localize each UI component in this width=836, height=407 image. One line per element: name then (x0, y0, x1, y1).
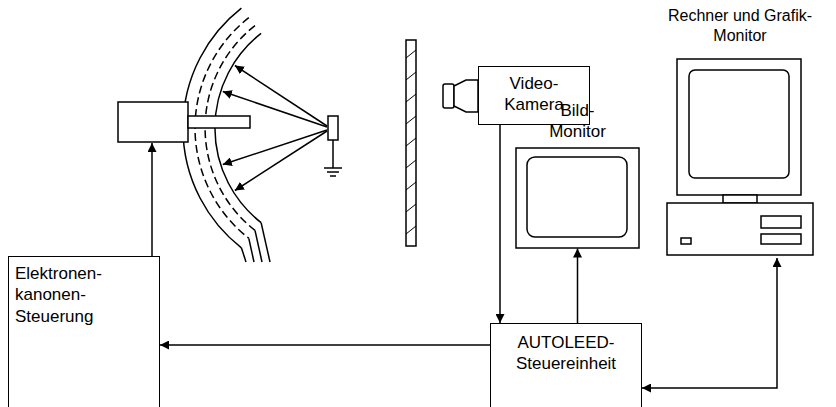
ground-wire (332, 140, 334, 168)
device-label: Bild- Monitor (543, 100, 613, 143)
image-monitor: Bild- Monitor (515, 100, 640, 249)
electron-gun (118, 102, 188, 142)
grid-lead (261, 223, 270, 262)
gun-control-box: Elektronen- kanonen- Steuerung (8, 256, 160, 407)
monitor-drawing (515, 147, 640, 249)
window-hatch (406, 50, 416, 234)
ground-symbol (324, 167, 342, 169)
gun-barrel (188, 116, 250, 128)
control-unit-box: AUTOLEED- Steuereinheit (490, 323, 642, 407)
monitor-screen (689, 70, 789, 178)
computer-case (667, 203, 813, 255)
signal-connector (577, 249, 579, 324)
camera-lens (443, 84, 454, 108)
camera-lens (454, 80, 478, 112)
monitor-case (677, 59, 801, 195)
box-label: AUTOLEED- Steuereinheit (501, 332, 631, 375)
electron-ray (235, 66, 327, 127)
viewport-window (406, 40, 416, 246)
ground-symbol (330, 175, 336, 177)
power-switch (681, 238, 691, 244)
signal-connector (499, 125, 501, 323)
grid-lead (255, 230, 262, 262)
disk-drive (761, 216, 801, 228)
electron-ray (223, 92, 327, 128)
monitor-screen (527, 157, 627, 237)
box-label: Elektronen- kanonen- Steuerung (15, 263, 139, 327)
disk-drive (761, 234, 801, 244)
computer-drawing (665, 58, 815, 258)
grid-lead (249, 238, 254, 262)
ground-symbol (327, 171, 339, 173)
monitor-case (516, 148, 639, 248)
gun-control-line (151, 143, 153, 256)
electron-ray (223, 130, 327, 165)
device-label: Rechner und Grafik-Monitor (665, 6, 815, 46)
signal-connector (160, 344, 490, 346)
signal-connector (642, 258, 777, 388)
sample (328, 116, 338, 140)
grid-lead (241, 248, 246, 262)
electron-ray (235, 131, 327, 191)
monitor-stand (723, 195, 757, 203)
computer-monitor: Rechner und Grafik-Monitor (665, 6, 815, 258)
